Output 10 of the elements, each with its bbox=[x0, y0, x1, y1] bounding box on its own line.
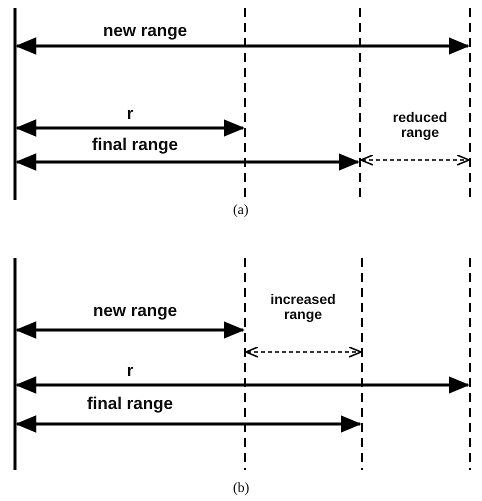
range-label: new range bbox=[102, 22, 188, 41]
range-label: r bbox=[126, 362, 134, 381]
panel-caption: (b) bbox=[233, 481, 250, 497]
range-label: new range bbox=[92, 302, 178, 321]
range-label: reduced range bbox=[392, 110, 448, 141]
panel-caption: (a) bbox=[233, 203, 249, 219]
range-label: increased range bbox=[269, 292, 337, 323]
range-label: final range bbox=[86, 395, 174, 414]
range-label: final range bbox=[91, 136, 179, 155]
range-label: r bbox=[126, 105, 134, 124]
